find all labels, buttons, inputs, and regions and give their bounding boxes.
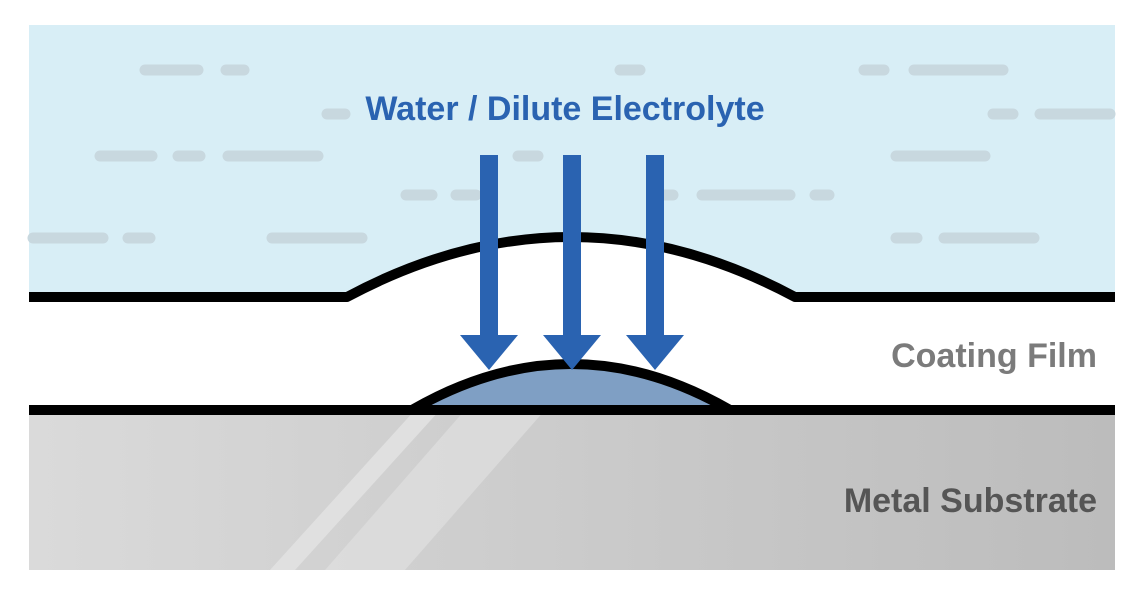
arrow-down-icon bbox=[543, 155, 601, 370]
metal-substrate-label: Metal Substrate bbox=[844, 482, 1097, 520]
coating-film-label: Coating Film bbox=[891, 337, 1097, 375]
blister-fluid bbox=[407, 359, 735, 415]
metal-substrate-region bbox=[29, 410, 1115, 570]
metal-reflection bbox=[270, 410, 545, 570]
water-label: Water / Dilute Electrolyte bbox=[365, 90, 764, 128]
arrow-down-icon bbox=[460, 155, 518, 370]
water-dashes bbox=[27, 64, 1116, 244]
arrow-down-icon bbox=[626, 155, 684, 370]
